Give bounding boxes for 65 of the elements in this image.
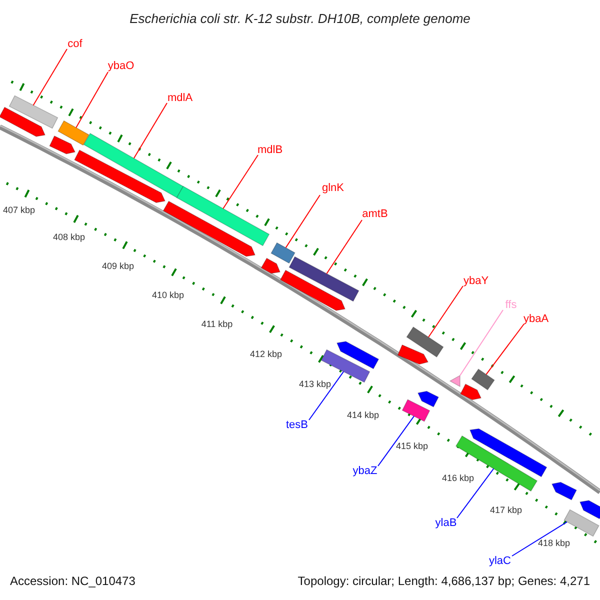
gene-label: amtB bbox=[362, 208, 388, 220]
gene-feature bbox=[397, 344, 429, 365]
gene-feature bbox=[49, 136, 76, 154]
gene-label: ybaO bbox=[108, 60, 134, 72]
leader-line bbox=[326, 220, 362, 274]
gene-feature bbox=[580, 500, 600, 520]
gene-feature bbox=[552, 482, 577, 500]
tick-label: 415 kbp bbox=[396, 441, 428, 451]
tick-label: 408 kbp bbox=[52, 232, 86, 242]
gene-label: cof bbox=[68, 38, 82, 50]
leader-line bbox=[76, 72, 108, 128]
leader-line bbox=[32, 48, 68, 106]
leader-line bbox=[285, 194, 320, 248]
gene-bar bbox=[406, 326, 444, 358]
gene-bar bbox=[8, 95, 58, 129]
gene-label: glnK bbox=[322, 182, 344, 194]
tick-label: 409 kbp bbox=[102, 261, 134, 271]
gene-label: mdlB bbox=[257, 144, 283, 156]
tick-label: 416 kbp bbox=[442, 473, 474, 483]
tick-label: 412 kbp bbox=[250, 349, 282, 359]
gene-feature bbox=[418, 390, 439, 408]
gene-feature bbox=[280, 270, 346, 311]
diagram-title: Escherichia coli str. K-12 substr. DH10B, complete genome bbox=[128, 10, 472, 28]
leader-line bbox=[308, 371, 344, 420]
gene-label: ylaC bbox=[489, 555, 511, 567]
gene-triangle bbox=[449, 374, 460, 388]
leader-line bbox=[460, 310, 504, 376]
gene-feature bbox=[336, 341, 380, 370]
gene-feature bbox=[74, 150, 166, 203]
gene-bar bbox=[455, 435, 538, 492]
tick-label: 411 kbp bbox=[201, 319, 233, 329]
gene-label: ybaA bbox=[523, 313, 549, 325]
gene-bar bbox=[402, 399, 430, 422]
leader-line bbox=[486, 324, 524, 375]
gene-bar bbox=[564, 509, 600, 537]
gene-label: ffs bbox=[505, 299, 517, 311]
tick-label: 410 kbp bbox=[152, 290, 184, 300]
leader-line bbox=[456, 468, 494, 518]
leader-line bbox=[512, 521, 568, 556]
gene-label: mdlA bbox=[167, 92, 193, 104]
gene-label: ybaY bbox=[463, 275, 489, 287]
leader-line bbox=[428, 286, 464, 338]
gene-bar bbox=[471, 368, 495, 390]
tick-label: 418 kbp bbox=[538, 538, 570, 548]
leader-line bbox=[133, 102, 168, 159]
gene-bar bbox=[83, 132, 184, 198]
tick-label: 413 kbp bbox=[298, 379, 332, 389]
gene-feature bbox=[0, 106, 46, 137]
tick-label: 417 kbp bbox=[490, 505, 522, 515]
gene-bar bbox=[288, 256, 360, 302]
tick-label: 414 kbp bbox=[346, 410, 380, 420]
footer-text: Accession: NC_010473 bbox=[10, 574, 136, 588]
footer-text: Topology: circular; Length: 4,686,137 bp; Genes: 4,271 bbox=[298, 574, 590, 588]
gene-label: ylaB bbox=[435, 517, 457, 529]
gene-label: tesB bbox=[286, 419, 308, 431]
gene-bar bbox=[58, 120, 90, 146]
gene-bar bbox=[176, 186, 270, 246]
tick-label: 407 kbp bbox=[2, 205, 36, 215]
gene-feature bbox=[260, 258, 280, 274]
leader-line bbox=[378, 416, 414, 466]
gene-bar bbox=[270, 242, 296, 264]
leader-line bbox=[222, 154, 258, 210]
gene-label: ybaZ bbox=[352, 465, 378, 477]
gene-feature bbox=[162, 200, 256, 257]
gene-feature bbox=[460, 384, 482, 400]
